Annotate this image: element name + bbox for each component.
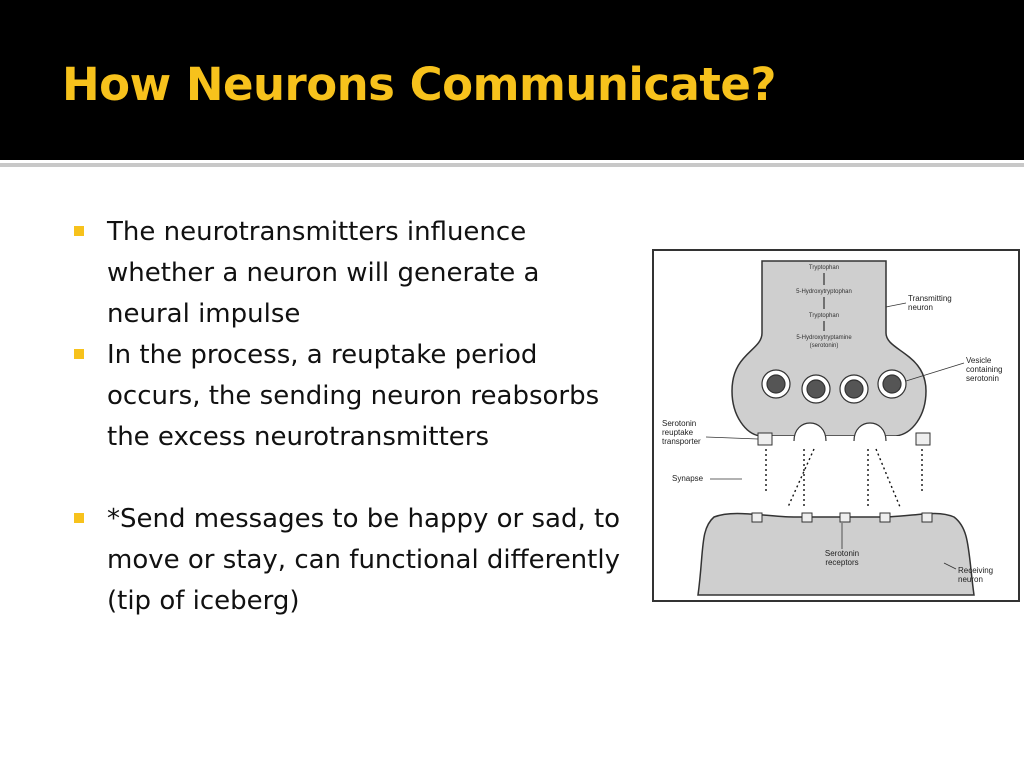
bullet-item: The neurotransmitters influence whether … [70,212,630,335]
receiving-neuron-shape [697,512,975,596]
synapse-label: Synapse [672,474,704,483]
pathway-step-1: Tryptophan [809,265,839,271]
pathway-step-3: Tryptophan [809,313,839,319]
receptors-label: Serotonin [825,549,859,558]
reuptake-transporter-shapes [757,432,931,446]
title-divider [0,163,1024,167]
receiving-neuron-label: Receiving [958,566,993,575]
leader-lines [705,302,965,570]
vesicle-group [761,369,907,404]
reuptake-label: reuptake [662,428,694,437]
receiving-neuron-label: neuron [958,575,983,584]
fusing-vesicles [793,422,887,442]
diffusion-arrows [765,448,923,509]
transmitting-neuron-label: neuron [908,303,933,312]
transmitting-neuron-label: Transmitting [908,294,952,303]
bullet-text: In the process, a reuptake period occurs… [107,340,600,452]
reuptake-label: Serotonin [662,419,696,428]
bullet-list: The neurotransmitters influence whether … [70,212,630,622]
pathway-step-2: 5-Hydroxytryptophan [796,289,852,295]
slide-title: How Neurons Communicate? [62,58,777,111]
synapse-diagram: Tryptophan 5-Hydroxytryptophan Tryptopha… [652,249,1020,602]
title-bar [0,0,1024,160]
reuptake-label: transporter [662,437,701,446]
pathway-step-4: 5-Hydroxytryptamine [796,335,852,341]
bullet-square-icon [74,349,84,359]
vesicle-label: serotonin [966,374,999,383]
bullet-square-icon [74,226,84,236]
bullet-text: *Send messages to be happy or sad, to mo… [107,504,621,616]
vesicle-label: containing [966,365,1002,374]
bullet-text: The neurotransmitters influence whether … [107,217,540,329]
bullet-item: *Send messages to be happy or sad, to mo… [70,499,630,622]
bullet-square-icon [74,513,84,523]
bullet-item: In the process, a reuptake period occurs… [70,335,630,458]
receptors-label: receptors [825,558,858,567]
pathway-step-5: (serotonin) [810,343,839,349]
synaptic-cleft [754,436,934,516]
synapse-illustration: Tryptophan 5-Hydroxytryptophan Tryptopha… [662,260,1002,596]
receptor-shapes [751,512,933,523]
vesicle-label: Vesicle [966,356,992,365]
